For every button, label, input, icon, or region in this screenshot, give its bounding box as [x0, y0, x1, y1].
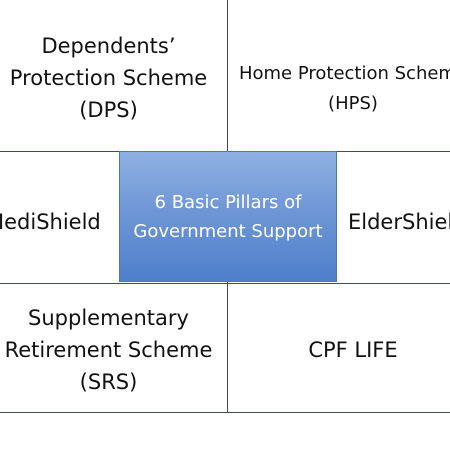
pillar-srs-line-1: Supplementary — [28, 306, 189, 330]
pillar-medishield-label: MediShield — [0, 210, 101, 234]
pillar-eldershield: ElderShield — [335, 192, 450, 252]
pillar-hps: Home Protection Scheme (HPS) — [228, 54, 450, 124]
pillar-dps-line-1: Dependents’ — [41, 34, 176, 58]
pillar-dps: Dependents’ Protection Scheme (DPS) — [0, 28, 227, 128]
grid-horizontal-divider-bottom — [0, 283, 450, 284]
pillar-dps-line-3: (DPS) — [79, 98, 138, 122]
pillar-eldershield-label: ElderShield — [348, 210, 450, 234]
grid-frame — [0, 0, 450, 413]
pillar-srs: Supplementary Retirement Scheme (SRS) — [0, 300, 232, 400]
pillar-srs-line-2: Retirement Scheme — [4, 338, 213, 362]
pillar-srs-line-3: (SRS) — [79, 370, 138, 394]
pillar-hps-line-2: (HPS) — [328, 93, 378, 114]
pillar-cpf-life: CPF LIFE — [228, 320, 450, 380]
pillar-cpf-life-label: CPF LIFE — [308, 338, 398, 362]
center-title-line-1: 6 Basic Pillars of — [154, 191, 302, 213]
pillar-dps-line-2: Protection Scheme — [9, 66, 208, 90]
center-title-box: 6 Basic Pillars of Government Support — [119, 151, 337, 282]
center-title-line-2: Government Support — [133, 220, 323, 242]
pillar-medishield: MediShield — [0, 192, 127, 252]
pillar-hps-line-1: Home Protection Scheme — [238, 63, 450, 84]
